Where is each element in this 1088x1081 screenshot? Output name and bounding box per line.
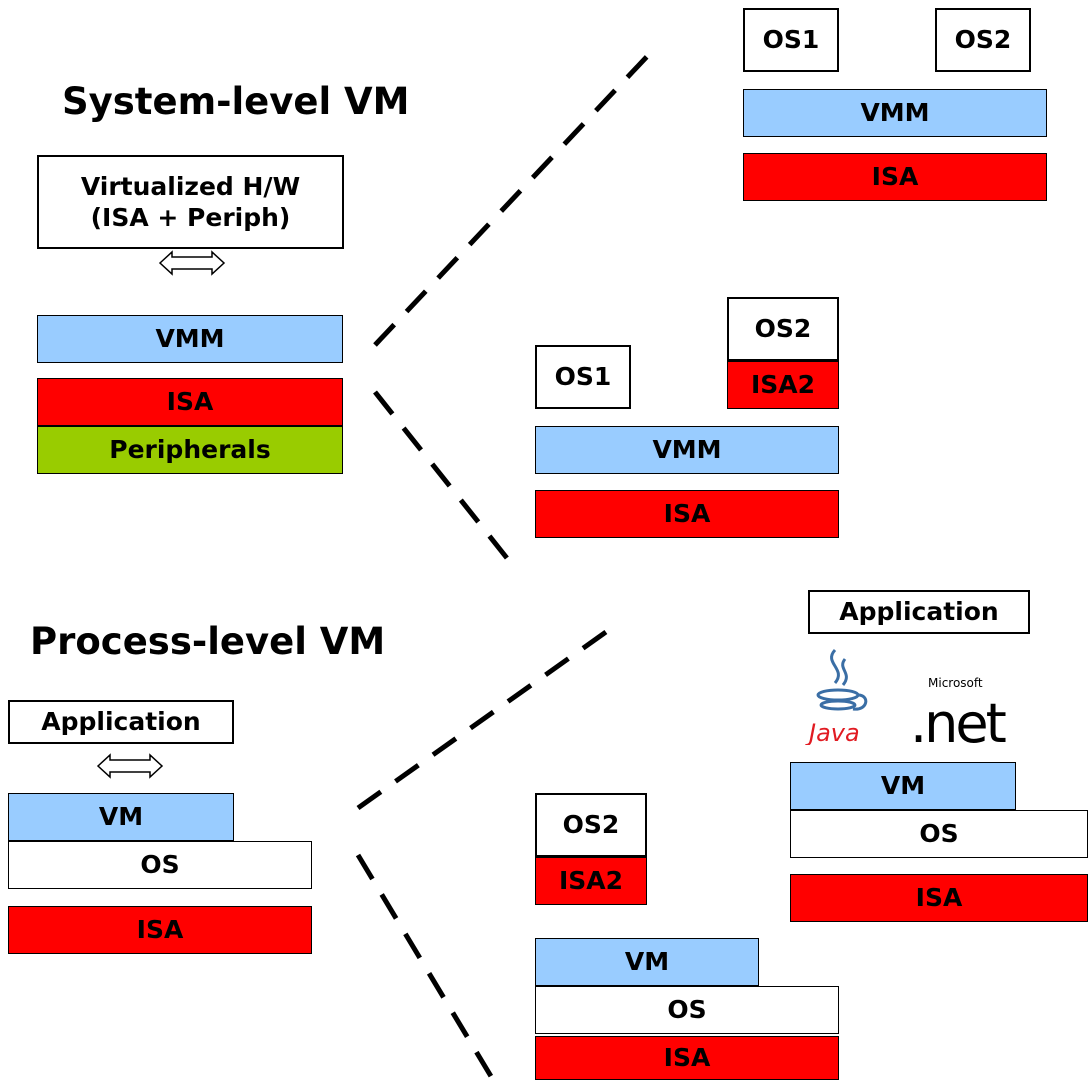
os1-box: OS1 <box>535 345 631 409</box>
os-layer: OS <box>790 810 1088 858</box>
application-box: Application <box>8 700 234 744</box>
isa-layer: ISA <box>37 378 343 426</box>
isa2-layer: ISA2 <box>727 361 839 409</box>
isa-layer: ISA <box>743 153 1047 201</box>
virtualized-hw-line1: Virtualized H/W <box>80 171 301 201</box>
os-layer: OS <box>8 841 312 889</box>
os2-box: OS2 <box>935 8 1031 72</box>
system-level-title: System-level VM <box>62 80 410 123</box>
virtualized-hw-line2: (ISA + Periph) <box>90 203 291 232</box>
isa-layer: ISA <box>535 1036 839 1080</box>
application-box: Application <box>808 590 1030 634</box>
vmm-layer: VMM <box>743 89 1047 137</box>
vm-layer: VM <box>535 938 759 986</box>
dotnet-logo-text: .net <box>910 692 1006 752</box>
virtualized-hw-box: Virtualized H/W (ISA + Periph) <box>37 155 344 249</box>
dotnet-logo-icon: Microsoft .net <box>910 676 1009 752</box>
double-arrow-icon <box>96 753 164 779</box>
isa-layer: ISA <box>535 490 839 538</box>
isa-layer: ISA <box>790 874 1088 922</box>
dashed-line-system-lower <box>373 390 520 574</box>
vm-layer: VM <box>8 793 234 841</box>
isa2-layer: ISA2 <box>535 857 647 905</box>
java-logo-icon: Java <box>805 648 868 745</box>
double-arrow-icon <box>158 250 226 276</box>
vm-layer: VM <box>790 762 1016 810</box>
os-layer: OS <box>535 986 839 1034</box>
dotnet-logo-small-text: Microsoft <box>928 676 983 690</box>
process-level-title: Process-level VM <box>30 620 386 663</box>
java-logo-text: Java <box>805 719 860 745</box>
os2-box: OS2 <box>727 297 839 361</box>
dashed-line-process-lower <box>355 853 495 1080</box>
dashed-line-process-upper <box>356 619 622 811</box>
isa-layer: ISA <box>8 906 312 954</box>
vmm-layer: VMM <box>535 426 839 474</box>
os1-box: OS1 <box>743 8 839 72</box>
os2-box: OS2 <box>535 793 647 857</box>
vmm-layer: VMM <box>37 315 343 363</box>
dashed-line-system-upper <box>373 46 657 347</box>
peripherals-layer: Peripherals <box>37 426 343 474</box>
